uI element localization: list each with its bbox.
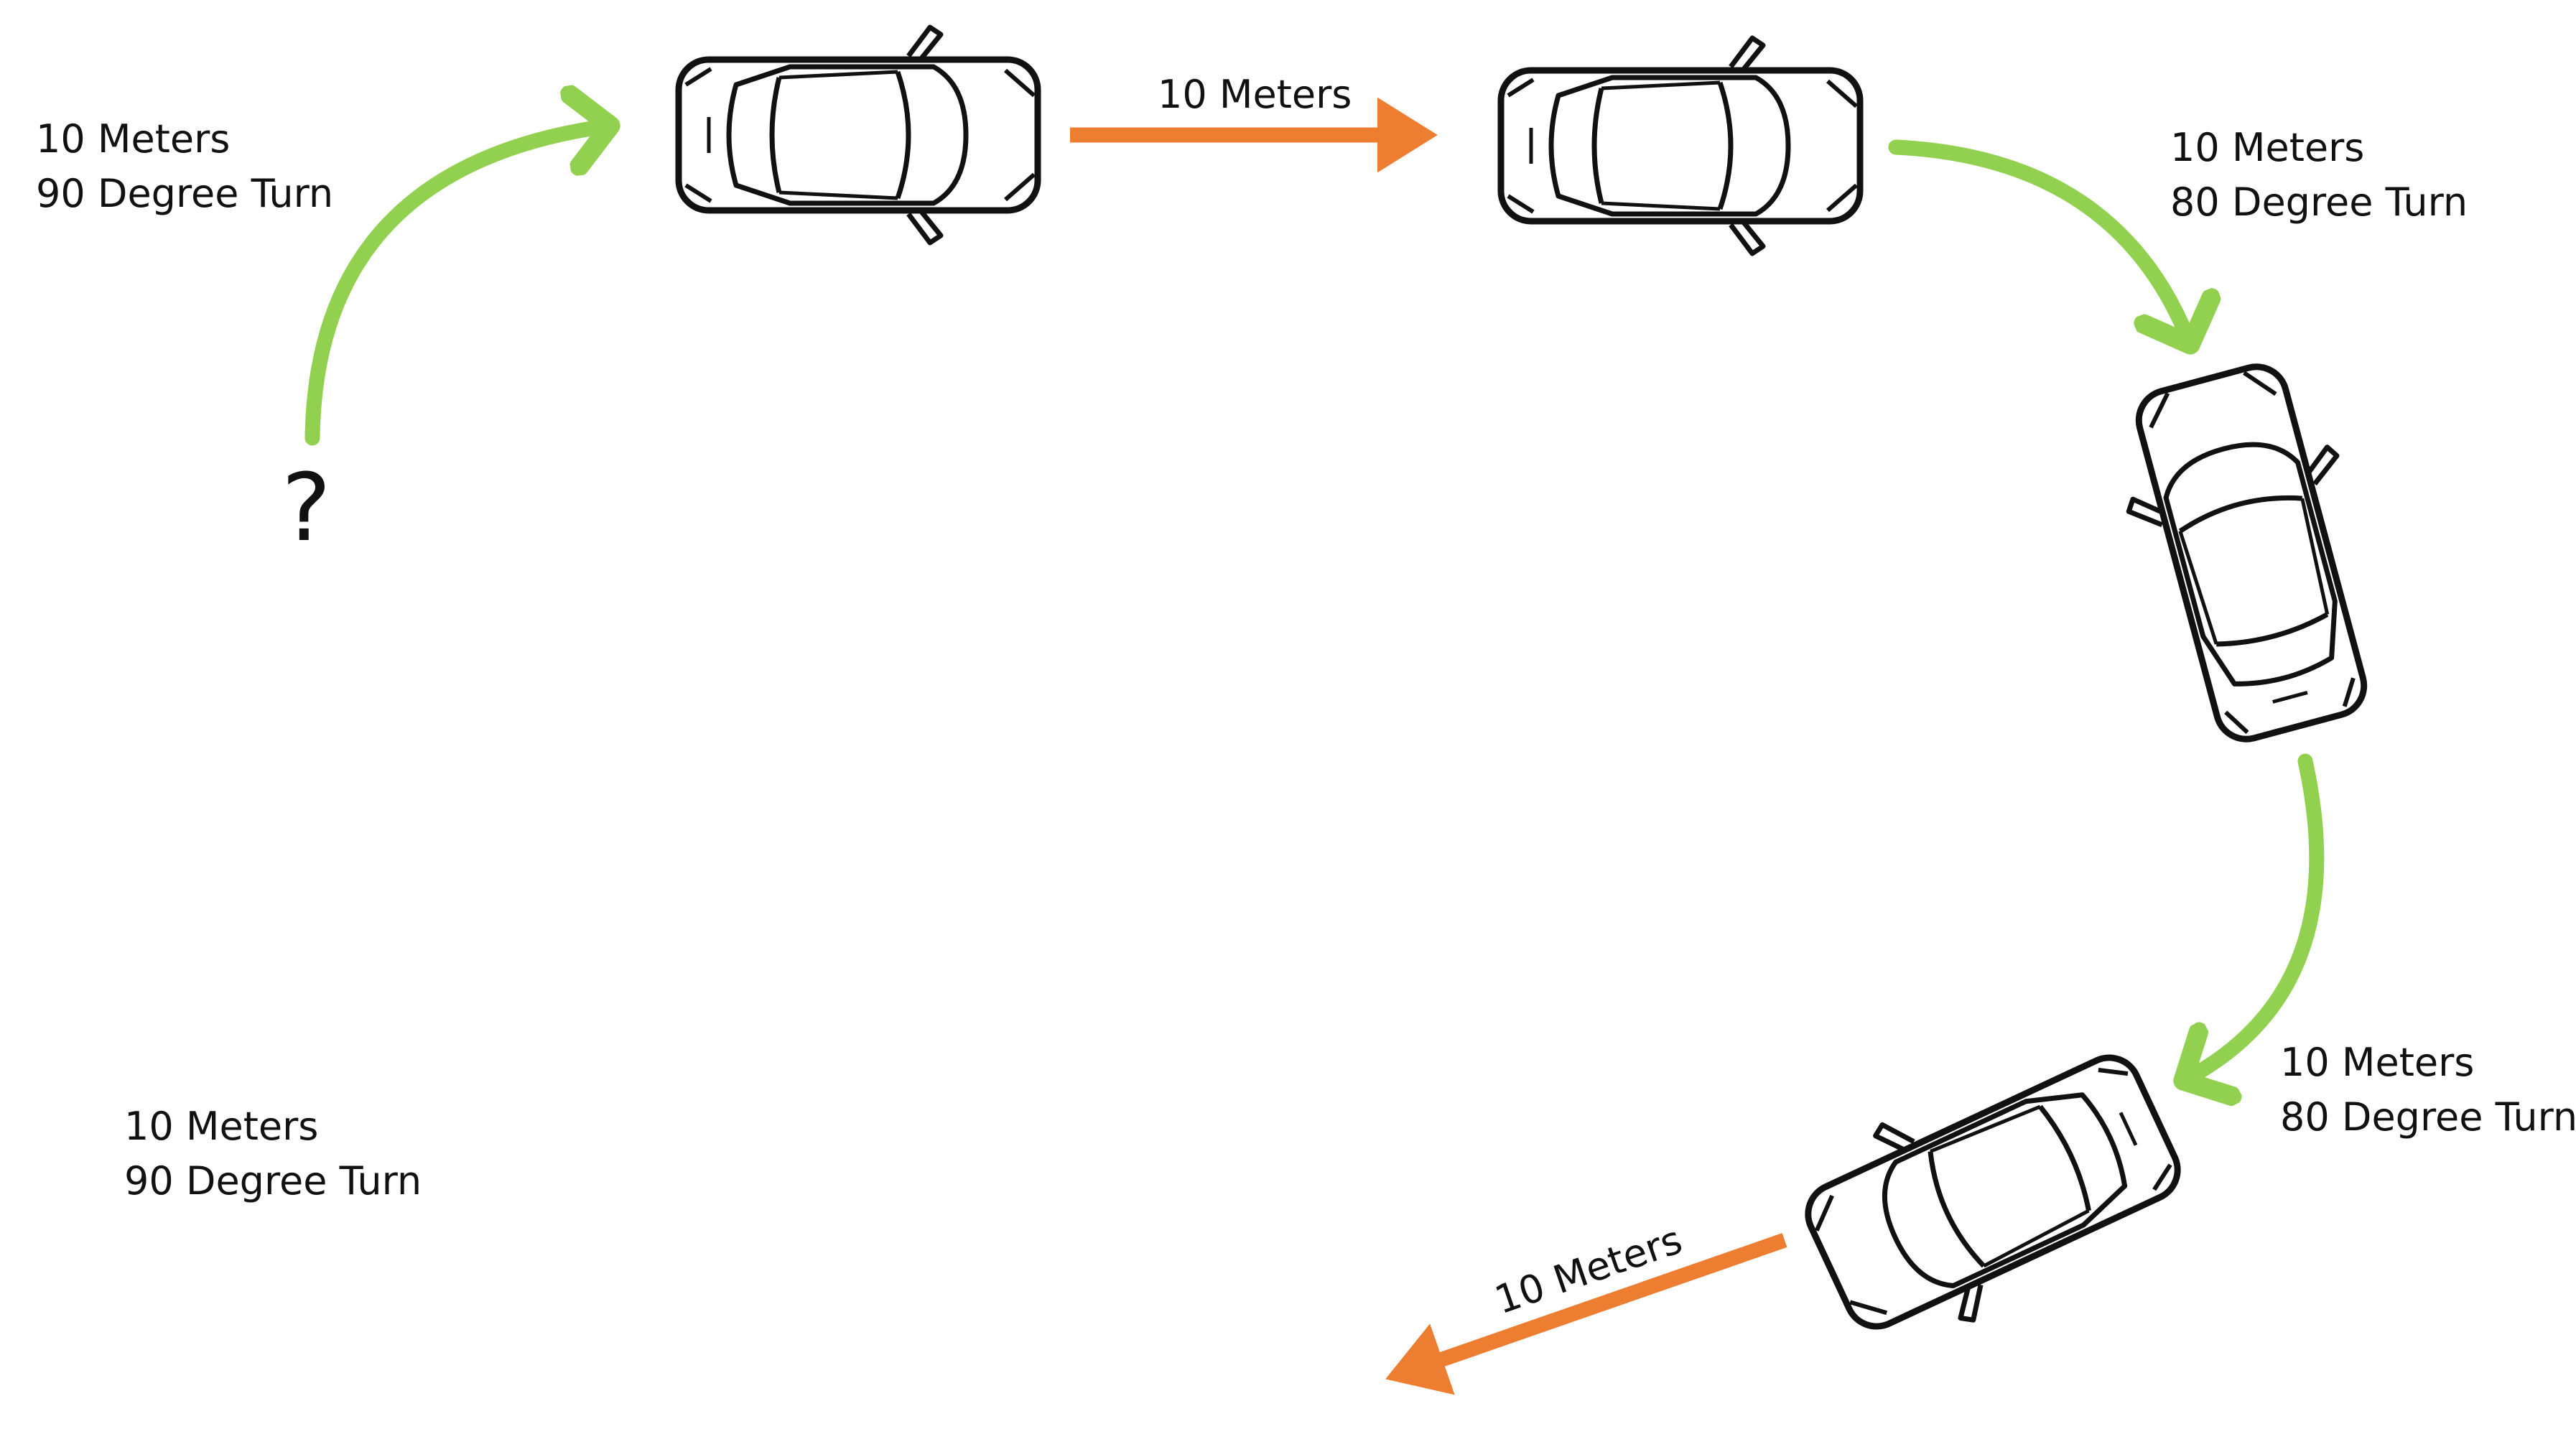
car-icon-2 [1501,38,1860,253]
turn-2-distance-label: 10 Meters [2170,125,2364,170]
turn-arrow-2 [1888,139,2190,345]
turn-1-distance-label: 10 Meters [36,116,230,162]
turn-3-distance-label: 10 Meters [2280,1040,2474,1085]
turn-arrow-3 [2183,753,2325,1081]
turn-2-angle-label: 80 Degree Turn [2170,180,2468,225]
turn-3-angle-label: 80 Degree Turn [2280,1094,2576,1140]
unknown-position-label: ? [282,453,331,562]
turn-4-angle-label: 90 Degree Turn [124,1158,422,1204]
straight-arrow-2 [1385,1233,1787,1395]
car-icon-3 [2101,352,2401,755]
car-icon-1 [679,27,1038,243]
turn-4-distance-label: 10 Meters [124,1104,318,1149]
turn-1-angle-label: 90 Degree Turn [36,171,333,216]
car-icon-4 [1785,1018,2201,1365]
turn-arrow-1 [304,126,610,446]
straight-1-distance-label: 10 Meters [1158,72,1352,117]
